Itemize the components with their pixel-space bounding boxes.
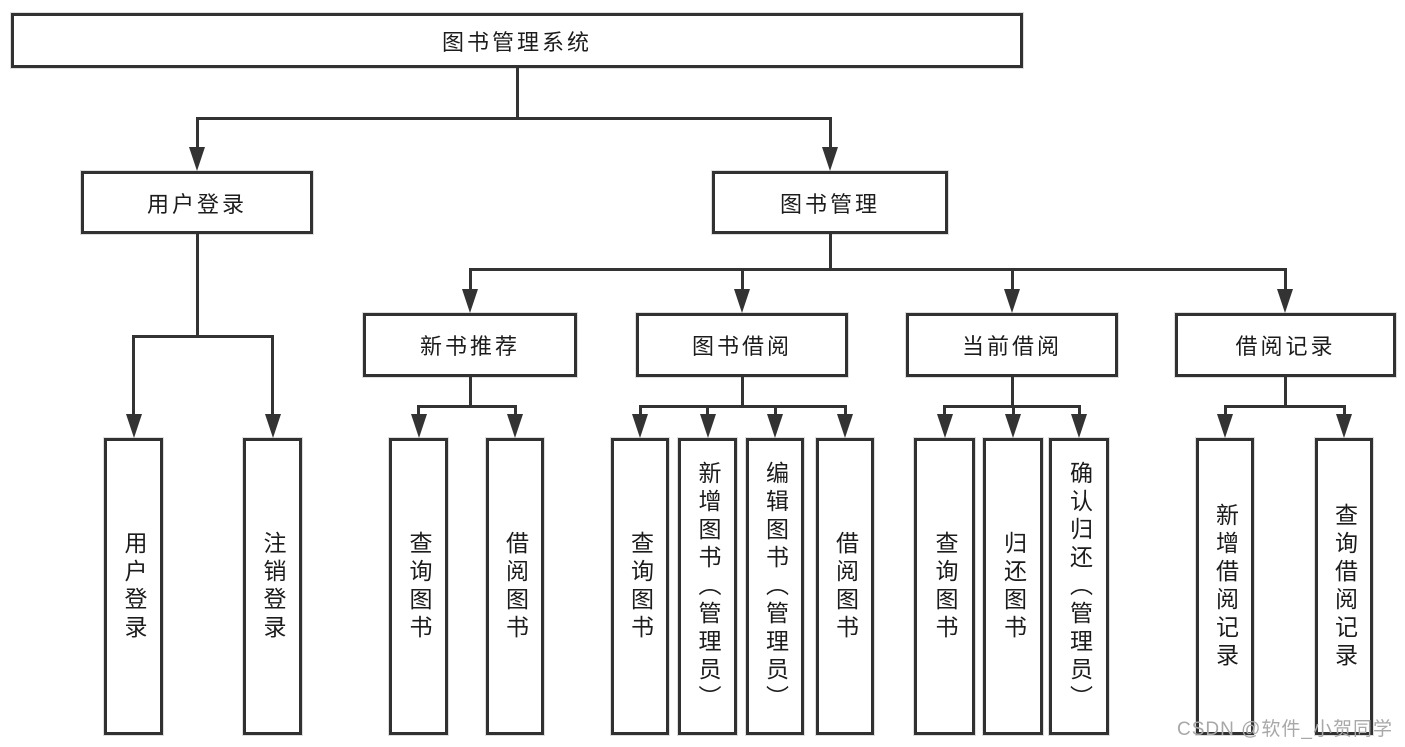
leaf-rec-query-books-label: 查询图书	[406, 530, 432, 643]
leaf-rec-query-books: 查询图书	[389, 438, 448, 735]
leaf-borrow-edit-books-admin-label: 编辑图书（管理员）	[762, 460, 789, 713]
node-root-library-system: 图书管理系统	[11, 13, 1023, 68]
arrow-down-icon	[125, 414, 142, 438]
connector-stem	[132, 335, 135, 416]
node-borrowing-records: 借阅记录	[1175, 313, 1396, 377]
arrow-down-icon	[189, 147, 205, 171]
connector-level3-rail	[468, 268, 1287, 271]
leaf-borrow-add-books-admin-label: 新增图书（管理员）	[695, 460, 721, 713]
connector-rec-rail	[417, 405, 516, 408]
arrow-down-icon	[734, 289, 750, 313]
leaf-borrow-borrow-books: 借阅图书	[816, 438, 874, 735]
connector-stem	[1011, 405, 1015, 416]
leaf-user-login-label: 用户登录	[121, 530, 147, 643]
arrow-down-icon	[1277, 289, 1293, 313]
connector-stem	[468, 268, 472, 291]
leaf-user-login: 用户登录	[104, 438, 163, 735]
connector-mgmt-stem	[828, 234, 832, 271]
connector-stem	[943, 405, 946, 416]
arrow-down-icon	[1336, 414, 1352, 438]
leaf-current-confirm-return-admin-label: 确认归还（管理员）	[1066, 460, 1093, 713]
connector-stem	[773, 405, 777, 416]
connector-stem	[638, 405, 642, 416]
leaf-rec-borrow-books-label: 借阅图书	[502, 530, 529, 643]
node-book-borrowing: 图书借阅	[636, 313, 848, 377]
arrow-down-icon	[462, 289, 478, 313]
leaf-records-query-record-label: 查询借阅记录	[1331, 502, 1358, 671]
connector-login-stem	[195, 234, 199, 338]
arrow-down-icon	[936, 414, 953, 438]
connector-root-stem	[515, 68, 519, 118]
arrow-down-icon	[410, 414, 427, 438]
leaf-borrow-query-books-label: 查询图书	[627, 530, 654, 643]
connector-stem	[740, 268, 744, 291]
connector-stem	[1283, 268, 1287, 291]
connector-login-rail	[132, 335, 274, 338]
connector-stem	[513, 405, 517, 416]
connector-stem	[1223, 405, 1227, 416]
arrow-down-icon	[1005, 414, 1021, 438]
arrow-down-icon	[822, 147, 838, 171]
leaf-records-query-record: 查询借阅记录	[1315, 438, 1373, 735]
node-book-management: 图书管理	[712, 171, 948, 234]
leaf-records-add-record-label: 新增借阅记录	[1212, 502, 1239, 671]
connector-borrow-rail	[638, 405, 847, 408]
connector-stem	[271, 335, 274, 416]
leaf-current-query-books-label: 查询图书	[932, 530, 958, 643]
arrow-down-icon	[767, 414, 783, 438]
node-new-book-recommend: 新书推荐	[363, 313, 577, 377]
csdn-watermark: CSDN @软件_小贺同学	[1177, 719, 1393, 740]
connector-stem	[828, 117, 832, 149]
connector-records-stem	[1283, 377, 1287, 408]
leaf-current-confirm-return-admin: 确认归还（管理员）	[1049, 438, 1109, 735]
leaf-logout: 注销登录	[243, 438, 302, 735]
connector-stem	[195, 117, 199, 149]
leaf-rec-borrow-books: 借阅图书	[486, 438, 544, 735]
arrow-down-icon	[699, 414, 716, 438]
leaf-current-return-books-label: 归还图书	[1000, 530, 1027, 643]
leaf-borrow-edit-books-admin: 编辑图书（管理员）	[746, 438, 804, 735]
connector-stem	[1010, 268, 1014, 291]
arrow-down-icon	[1217, 414, 1233, 438]
leaf-current-query-books: 查询图书	[914, 438, 975, 735]
connector-borrow-stem	[740, 377, 744, 408]
connector-rec-stem	[468, 377, 472, 408]
connector-stem	[843, 405, 847, 416]
arrow-down-icon	[632, 414, 648, 438]
arrow-down-icon	[264, 414, 281, 438]
leaf-records-add-record: 新增借阅记录	[1196, 438, 1254, 735]
leaf-borrow-borrow-books-label: 借阅图书	[832, 530, 859, 643]
leaf-borrow-add-books-admin: 新增图书（管理员）	[678, 438, 737, 735]
arrow-down-icon	[1071, 414, 1087, 438]
arrow-down-icon	[507, 414, 523, 438]
connector-stem	[417, 405, 420, 416]
connector-stem	[706, 405, 709, 416]
leaf-borrow-query-books: 查询图书	[611, 438, 669, 735]
connector-records-rail	[1223, 405, 1346, 408]
arrow-down-icon	[1004, 289, 1020, 313]
leaf-logout-label: 注销登录	[260, 530, 286, 643]
connector-level2-rail	[195, 117, 832, 120]
node-user-login: 用户登录	[81, 171, 313, 234]
connector-stem	[1342, 405, 1346, 416]
connector-current-stem	[1010, 377, 1014, 408]
leaf-current-return-books: 归还图书	[983, 438, 1043, 735]
node-current-borrowing: 当前借阅	[906, 313, 1118, 377]
connector-stem	[1077, 405, 1081, 416]
arrow-down-icon	[837, 414, 853, 438]
